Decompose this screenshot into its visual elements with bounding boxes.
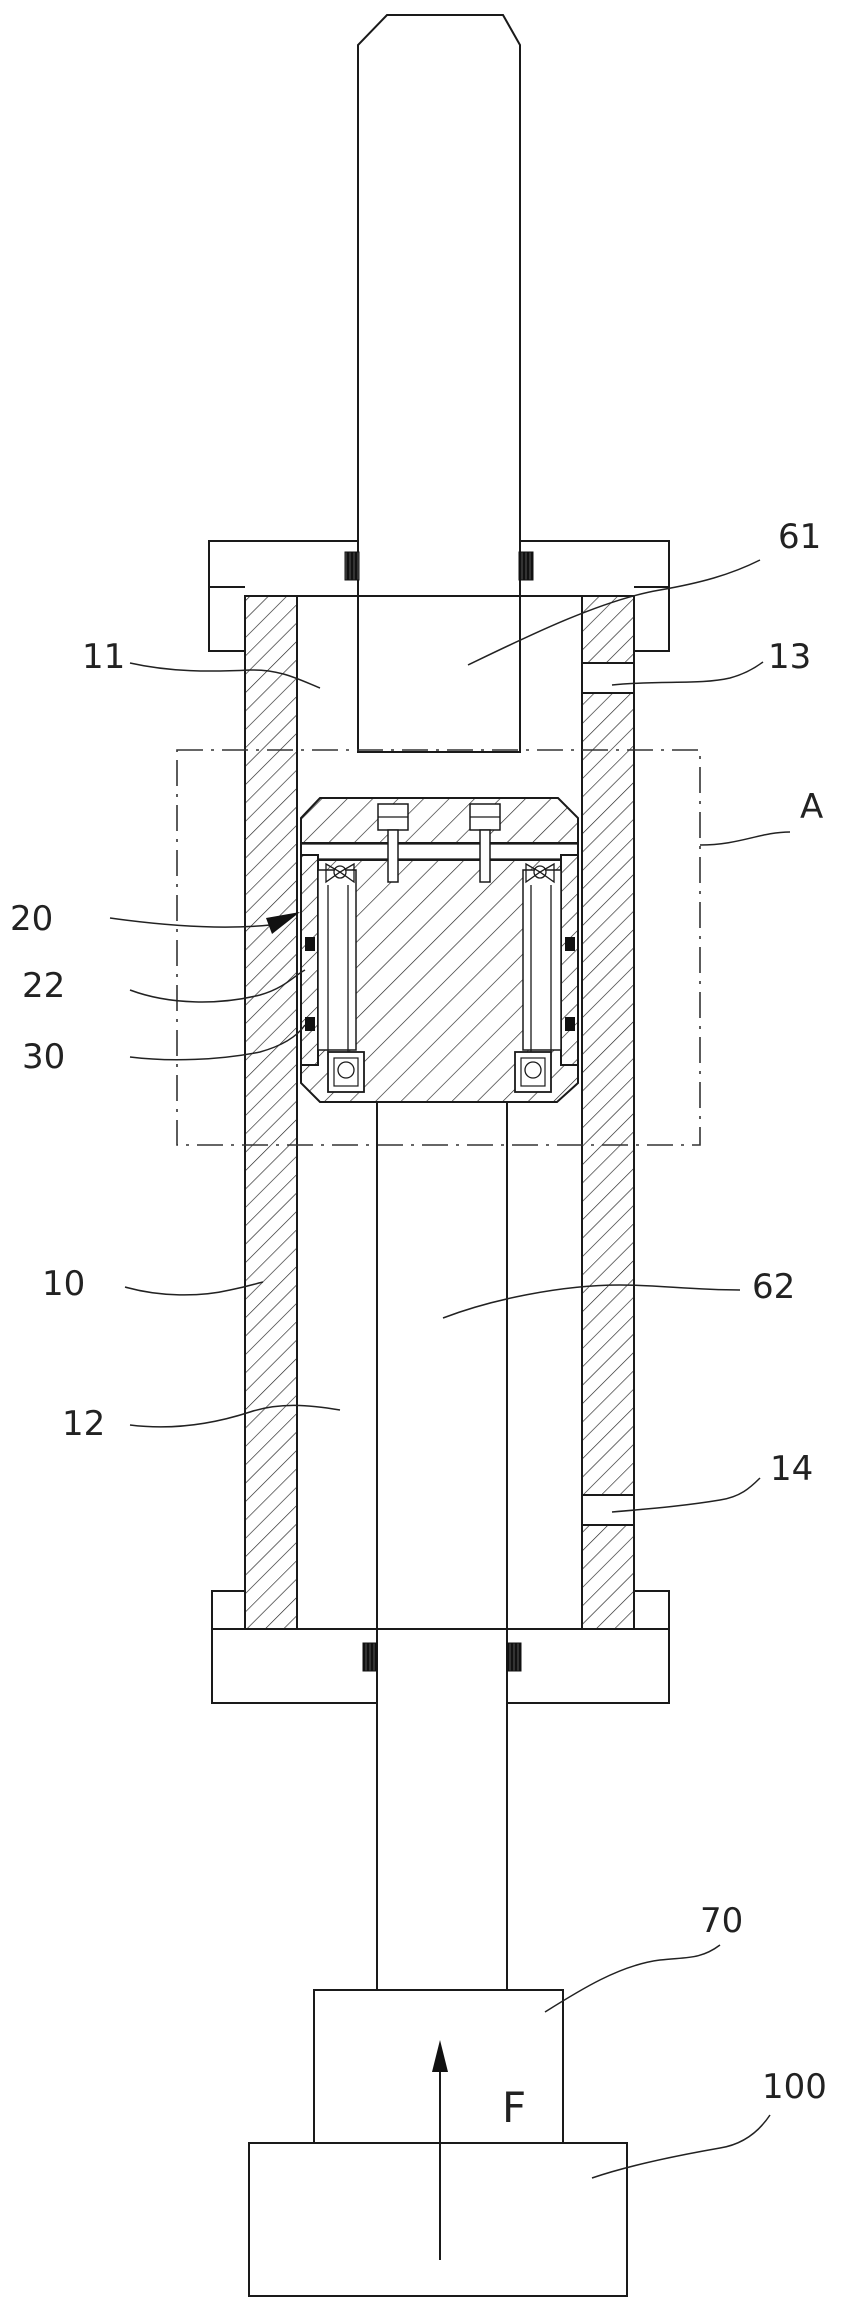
leader-11: [129, 662, 321, 689]
cylinder-wall-left: [244, 595, 298, 1630]
bolt-left: [377, 803, 409, 883]
leader-30: [129, 1024, 306, 1061]
seal-ring-left-upper: [305, 937, 315, 951]
top-end-cap: [208, 540, 670, 652]
top-seal-left: [344, 551, 360, 581]
label-10: 10: [42, 1264, 85, 1304]
guide-sleeve-left: [300, 854, 319, 1066]
label-20: 20: [10, 899, 53, 939]
leader-70: [544, 1944, 721, 2013]
leader-62: [442, 1284, 741, 1319]
leader-22: [129, 969, 306, 1003]
label-30: 30: [22, 1037, 65, 1077]
oil-port-14: [581, 1494, 635, 1526]
bottom-end-cap: [211, 1590, 670, 1704]
label-62: 62: [752, 1267, 795, 1307]
leader-12: [129, 1404, 341, 1428]
seal-ring-right-upper: [565, 937, 575, 951]
bolt-right: [469, 803, 501, 883]
cylinder-wall-right-top: [581, 595, 635, 664]
ball-valve-left: [327, 1051, 365, 1093]
cylinder-wall-right-mid: [581, 692, 635, 1496]
label-61: 61: [778, 517, 821, 557]
label-70: 70: [700, 1901, 743, 1941]
leader-100: [591, 2114, 771, 2179]
valve-right: [525, 862, 555, 884]
upper-piston-rod: [357, 14, 521, 753]
lower-piston-rod: [376, 1102, 508, 1990]
leader-A: [699, 831, 791, 846]
label-A: A: [800, 787, 823, 827]
bottom-seal-left: [362, 1642, 378, 1672]
label-11: 11: [82, 637, 125, 677]
leader-61: [467, 559, 761, 666]
seal-ring-right-lower: [565, 1017, 575, 1031]
force-arrow: [432, 2040, 448, 2260]
detail-box-a: [176, 749, 701, 1146]
valve-left: [325, 862, 355, 884]
leader-10: [124, 1281, 264, 1296]
leader-14: [611, 1477, 761, 1513]
piston-assembly: [300, 797, 579, 1103]
label-22: 22: [22, 966, 65, 1006]
label-13: 13: [768, 637, 811, 677]
label-F: F: [502, 2083, 526, 2132]
bottom-seal-right: [506, 1642, 522, 1672]
oil-port-13: [581, 662, 635, 694]
label-14: 14: [770, 1449, 813, 1489]
guide-sleeve-right: [560, 854, 579, 1066]
ball-valve-right: [514, 1051, 552, 1093]
leader-13: [611, 661, 764, 686]
base-block: [248, 2142, 628, 2297]
label-12: 12: [62, 1404, 105, 1444]
top-seal-right: [518, 551, 534, 581]
seal-ring-left-lower: [305, 1017, 315, 1031]
label-100: 100: [762, 2067, 827, 2107]
cylinder-wall-right-bottom: [581, 1524, 635, 1630]
arrow-20: [109, 912, 300, 934]
